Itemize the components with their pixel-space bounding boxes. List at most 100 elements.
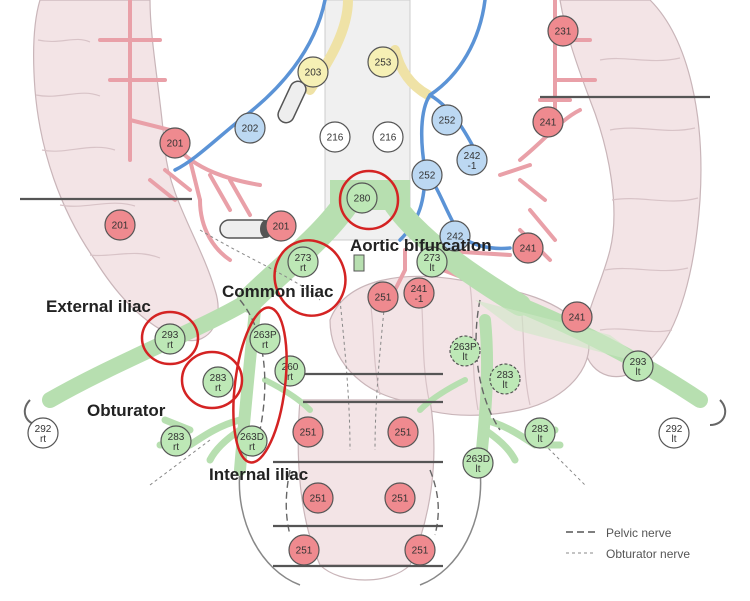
lymph-node-242--1: 242-1 bbox=[456, 144, 488, 176]
lymph-node-number: 241 bbox=[569, 313, 586, 324]
lymph-node-number: 242 bbox=[447, 232, 464, 243]
lymph-node-number: 292 bbox=[35, 424, 52, 435]
lymph-node-side: -1 bbox=[415, 294, 424, 305]
lymph-node-251: 251 bbox=[367, 281, 399, 313]
pelvic-nerve-lines bbox=[239, 299, 501, 536]
lymph-node-216: 216 bbox=[319, 121, 351, 153]
lymph-node-side: rt bbox=[249, 442, 255, 453]
lymph-node-251: 251 bbox=[288, 534, 320, 566]
lymph-node-side: lt bbox=[463, 352, 468, 363]
lymph-node-number: 283 bbox=[168, 432, 185, 443]
labels: External iliac Common iliac Aortic bifur… bbox=[46, 236, 492, 484]
lymph-node-circle bbox=[288, 534, 320, 566]
lymph-node-number: 253 bbox=[375, 58, 392, 69]
highlight-ring-263rt bbox=[232, 306, 288, 464]
artery-network-right bbox=[98, 0, 262, 262]
lymph-node-circle bbox=[346, 182, 378, 214]
lymph-node-circle bbox=[292, 416, 324, 448]
lymph-node-251: 251 bbox=[302, 482, 334, 514]
lymph-node-side: rt bbox=[287, 372, 293, 383]
lymph-node-252: 252 bbox=[411, 159, 443, 191]
lymph-node-number: 263D bbox=[240, 432, 264, 443]
colon-right bbox=[33, 0, 219, 342]
lymph-node-number: 273 bbox=[424, 253, 441, 264]
lymph-node-number: 216 bbox=[380, 133, 397, 144]
lymph-node-circle bbox=[319, 121, 351, 153]
lymph-node-circle bbox=[658, 417, 690, 449]
lymph-node-circle bbox=[416, 246, 448, 278]
lymph-node-number: 252 bbox=[419, 171, 436, 182]
lymph-node-number: 292 bbox=[666, 424, 683, 435]
lymph-node-203: 203 bbox=[297, 56, 329, 88]
lymph-node-number: 283 bbox=[532, 424, 549, 435]
lymph-node-side: rt bbox=[173, 442, 179, 453]
lymph-node-251: 251 bbox=[384, 482, 416, 514]
lymph-node-circle bbox=[431, 104, 463, 136]
lymph-node-241: 241 bbox=[532, 106, 564, 138]
lymph-node-number: 263P bbox=[453, 342, 477, 353]
lymph-node-circle bbox=[234, 112, 266, 144]
lymph-node-number: 251 bbox=[392, 494, 409, 505]
lymph-node-number: 251 bbox=[310, 494, 327, 505]
lymph-node-number: 260 bbox=[282, 362, 299, 373]
lymph-node-number: 241 bbox=[520, 244, 537, 255]
lymph-node-number: 241 bbox=[540, 118, 557, 129]
lymph-node-circle bbox=[561, 301, 593, 333]
lymph-node-number: 203 bbox=[305, 68, 322, 79]
lymph-node-circle bbox=[297, 56, 329, 88]
lymph-node-circle bbox=[367, 46, 399, 78]
lymph-node-number: 251 bbox=[300, 428, 317, 439]
lymph-node-201: 201 bbox=[159, 127, 191, 159]
lymph-node-number: 202 bbox=[242, 124, 259, 135]
highlight-ring-283rt bbox=[180, 350, 244, 410]
lymph-node-circle bbox=[302, 482, 334, 514]
lymph-node-241--1: 241-1 bbox=[403, 277, 435, 309]
lymph-node-side: rt bbox=[262, 340, 268, 351]
lymph-node-circle bbox=[104, 209, 136, 241]
lymph-node-circle bbox=[462, 447, 494, 479]
lymph-node-circle bbox=[489, 363, 521, 395]
lymph-node-280: 280 bbox=[346, 182, 378, 214]
lymph-node-circle bbox=[287, 246, 319, 278]
lymph-node-number: 273 bbox=[295, 253, 312, 264]
lymph-node-number: 201 bbox=[167, 139, 184, 150]
lymph-node-circle bbox=[27, 417, 59, 449]
lymph-node-circle bbox=[622, 350, 654, 382]
lymph-node-circle bbox=[456, 144, 488, 176]
lymph-node-side: rt bbox=[215, 383, 221, 394]
lymph-node-circle bbox=[372, 121, 404, 153]
lymph-node-252: 252 bbox=[431, 104, 463, 136]
lymph-node-circle bbox=[387, 416, 419, 448]
lymph-node-circle bbox=[159, 127, 191, 159]
lymph-node-number: 231 bbox=[555, 27, 572, 38]
lymph-node-number: 216 bbox=[327, 133, 344, 144]
lymph-node-number: 201 bbox=[273, 222, 290, 233]
lymph-node-side: lt bbox=[430, 263, 435, 274]
lymph-node-circle bbox=[265, 210, 297, 242]
lymph-node-circle bbox=[249, 323, 281, 355]
colon-left bbox=[559, 0, 702, 378]
lymph-node-side: lt bbox=[503, 380, 508, 391]
lymph-node-number: 241 bbox=[411, 284, 428, 295]
lymph-node-number: 201 bbox=[112, 221, 129, 232]
common-iliac-label: Common iliac bbox=[222, 282, 333, 301]
lymph-node-circle bbox=[512, 232, 544, 264]
lymph-node-side: lt bbox=[672, 434, 677, 445]
lymph-node-253: 253 bbox=[367, 46, 399, 78]
lymph-node-number: 251 bbox=[395, 428, 412, 439]
lymph-node-202: 202 bbox=[234, 112, 266, 144]
highlight-ring-common-iliac bbox=[273, 239, 347, 317]
lymph-node-circle bbox=[160, 425, 192, 457]
lymph-node-side: rt bbox=[300, 263, 306, 274]
lymph-node-side: lt bbox=[538, 434, 543, 445]
legend-pelvic-nerve: Pelvic nerve bbox=[606, 526, 672, 540]
sigmoid-mesentery-band bbox=[475, 300, 650, 365]
lymph-node-circle bbox=[154, 323, 186, 355]
lymph-node-251: 251 bbox=[404, 534, 436, 566]
